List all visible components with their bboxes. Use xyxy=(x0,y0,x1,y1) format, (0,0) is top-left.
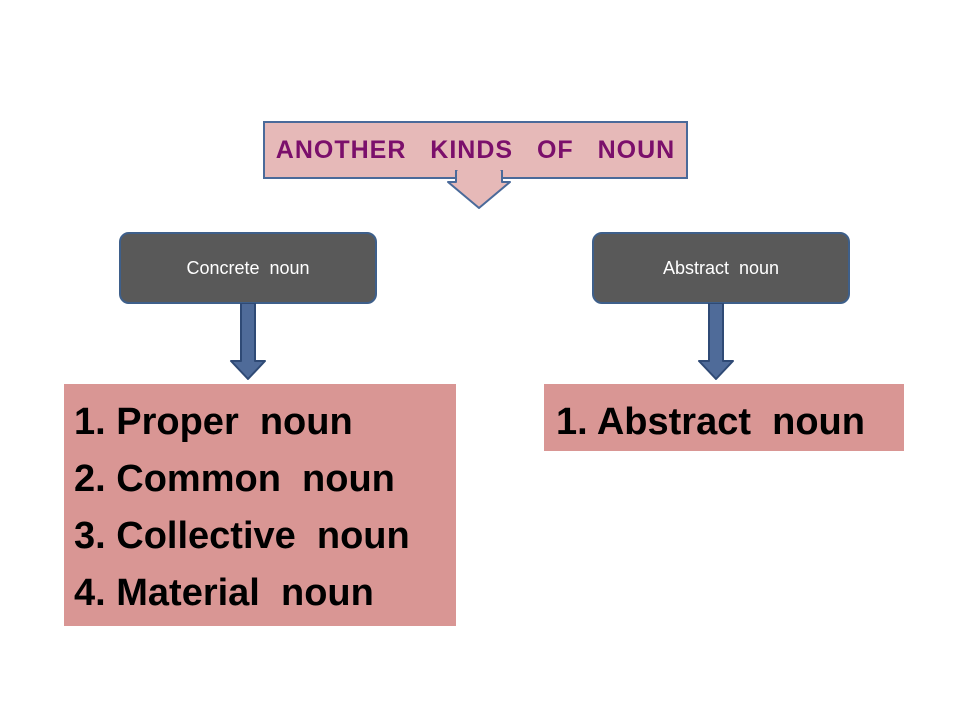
callout-pointer-shape xyxy=(447,170,511,209)
abstract-noun-list: 1. Abstract noun xyxy=(544,384,904,451)
concrete-noun-label: Concrete noun xyxy=(186,257,310,278)
list-item-collective-noun: 3. Collective noun xyxy=(74,515,410,557)
down-arrow-icon xyxy=(698,303,734,380)
abstract-noun-label: Abstract noun xyxy=(662,257,780,278)
list-item-proper-noun: 1. Proper noun xyxy=(74,401,353,443)
down-arrow-icon xyxy=(230,303,266,380)
list-item-material-noun: 4. Material noun xyxy=(74,572,374,614)
list-item-common-noun: 2. Common noun xyxy=(74,458,395,500)
abstract-noun-box: Abstract noun xyxy=(592,232,850,304)
concrete-noun-list: 1. Proper noun 2. Common noun 3. Collect… xyxy=(64,384,456,626)
concrete-noun-box: Concrete noun xyxy=(119,232,377,304)
diagram-title: ANOTHER KINDS OF NOUN xyxy=(275,135,676,164)
title-callout: ANOTHER KINDS OF NOUN xyxy=(263,121,688,179)
list-item-abstract-noun: 1. Abstract noun xyxy=(556,401,865,443)
